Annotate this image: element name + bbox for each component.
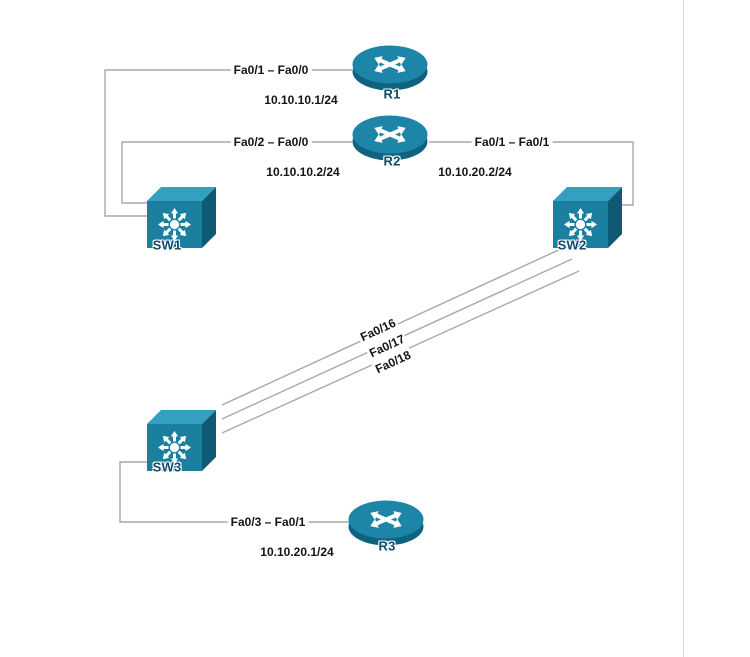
switch-icon [147, 187, 216, 248]
router-icon [352, 115, 428, 161]
router-r1-label: R1 [383, 86, 401, 102]
link-sw1-r1 [104, 69, 352, 217]
switch-sw2-label: SW2 [557, 237, 587, 253]
switch-sw1 [145, 182, 219, 255]
link-label-sw1-r2: Fa0/2 – Fa0/0 [230, 135, 312, 149]
link-label-r2-sw2: Fa0/1 – Fa0/1 [471, 135, 553, 149]
ip-label-r2-left: 10.10.10.2/24 [266, 165, 340, 179]
router-r2 [351, 114, 429, 167]
switch-sw3-label: SW3 [152, 459, 182, 475]
ip-label-r1: 10.10.10.1/24 [264, 93, 338, 107]
switch-sw3 [145, 405, 219, 478]
switch-sw2 [551, 182, 625, 255]
switch-icon [553, 187, 622, 248]
switch-icon [147, 410, 216, 471]
switch-sw1-label: SW1 [152, 237, 182, 253]
router-r3-label: R3 [378, 538, 396, 554]
router-icon [348, 500, 424, 546]
router-icon [352, 45, 428, 91]
router-r3 [347, 499, 425, 552]
ip-label-r2-right: 10.10.20.2/24 [438, 165, 512, 179]
link-label-sw3-r3: Fa0/3 – Fa0/1 [227, 515, 309, 529]
router-r2-label: R2 [383, 153, 401, 169]
router-r1 [351, 44, 429, 97]
link-label-sw1-r1: Fa0/1 – Fa0/0 [230, 63, 312, 77]
ip-label-r3: 10.10.20.1/24 [260, 545, 334, 559]
